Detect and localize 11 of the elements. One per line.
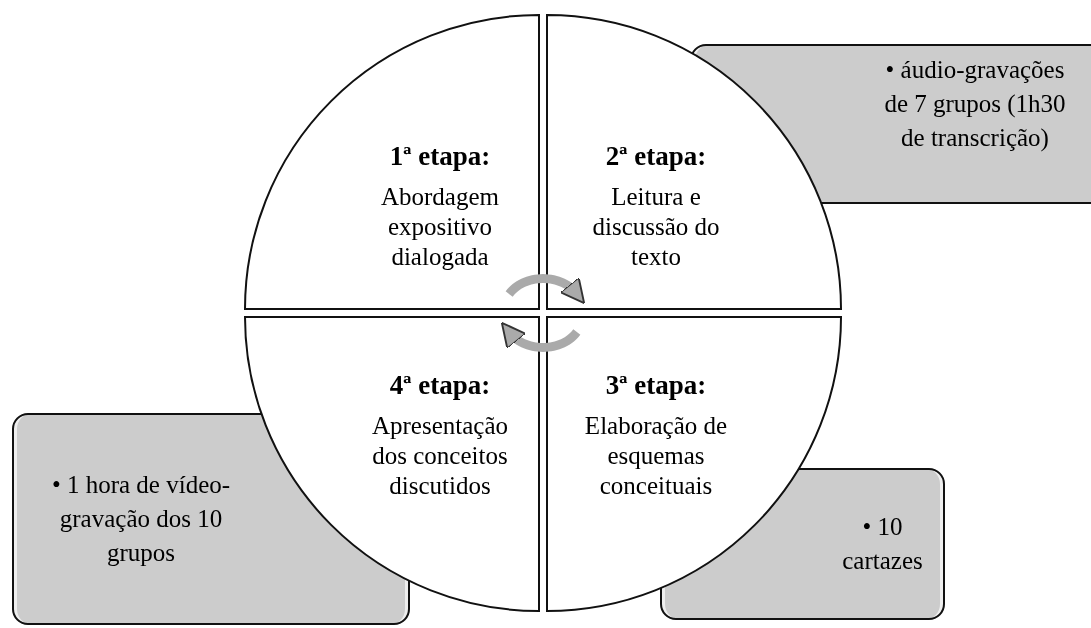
bullet-text: • áudio-gravações de 7 grupos (1h30 de transcrição) — [883, 55, 1067, 154]
stage-heading: 1ª etapa: — [388, 140, 492, 172]
stage-heading: 4ª etapa: — [388, 369, 492, 401]
stage-description: Elaboração de esquemas conceituais — [583, 411, 729, 501]
bullet-text: • 1 hora de vídeo-gravação dos 10 grupos — [50, 470, 232, 568]
stage-description: Apresentação dos conceitos discutidos — [370, 411, 509, 501]
stage-description: Abordagem expositivo dialogada — [380, 182, 500, 272]
stage-heading: 3ª etapa: — [604, 369, 708, 401]
stage-heading: 2ª etapa: — [604, 140, 708, 172]
bullet-text: • 10 cartazes — [841, 512, 924, 576]
stage-description: Leitura e discussão do texto — [591, 182, 721, 272]
